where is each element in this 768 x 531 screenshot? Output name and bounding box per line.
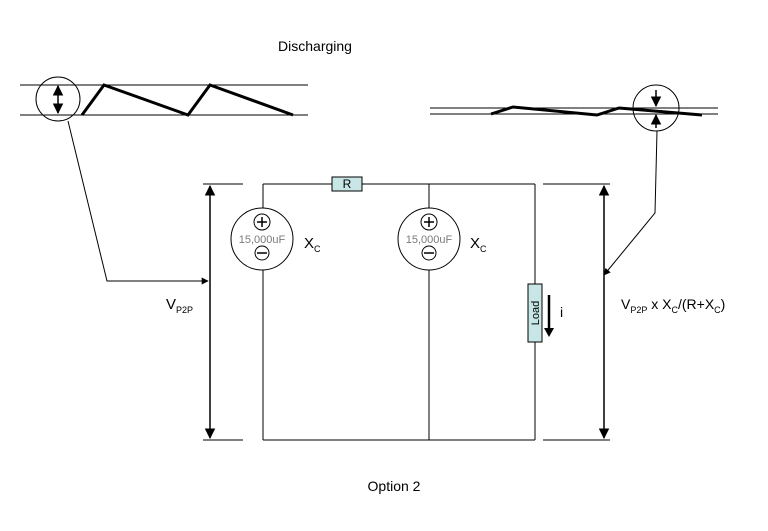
load-label: Load	[530, 301, 542, 325]
vin-main: V	[166, 296, 176, 313]
load-resistor: Load	[527, 283, 543, 343]
arrow-down-icon	[544, 295, 554, 337]
reactance-main: X	[470, 235, 480, 252]
vout-part2: /(R+X	[678, 296, 715, 312]
capacitor-value-label: 15,000uF	[239, 234, 286, 246]
vout-part3: )	[721, 296, 726, 312]
reactance-main: X	[304, 235, 314, 252]
title: Discharging	[278, 38, 352, 54]
reactance-sub: C	[314, 244, 321, 254]
output-callout-line	[603, 130, 658, 276]
capacitor-value-label: 15,000uF	[406, 234, 453, 246]
vout-sub2: C	[714, 305, 721, 315]
reactance-sub: C	[480, 244, 487, 254]
ripple-waveform-small	[430, 84, 718, 132]
current-label: i	[560, 304, 563, 320]
capacitor-1-reactance: XC	[304, 235, 321, 254]
resistor: R	[331, 176, 363, 192]
capacitor-2-reactance: XC	[470, 235, 487, 254]
output-voltage-label: VP2P x XC/(R+XC)	[621, 296, 725, 315]
capacitor-2: 15,000uF	[397, 207, 461, 271]
vout-sub: P2P	[630, 305, 647, 315]
minus-icon	[254, 245, 270, 261]
input-callout-line	[67, 120, 209, 285]
resistor-label: R	[343, 177, 352, 191]
ripple-waveform-large	[20, 76, 308, 122]
capacitor-1: 15,000uF	[230, 207, 294, 271]
caption: Option 2	[368, 478, 421, 494]
input-voltage-label: VP2P	[166, 296, 193, 315]
vin-sub: P2P	[176, 305, 193, 315]
minus-icon	[421, 245, 437, 261]
plus-icon	[253, 213, 271, 231]
plus-icon	[420, 213, 438, 231]
vout-sub1: C	[671, 305, 678, 315]
vout-main: V	[621, 296, 631, 312]
vout-part1: x X	[647, 296, 672, 312]
